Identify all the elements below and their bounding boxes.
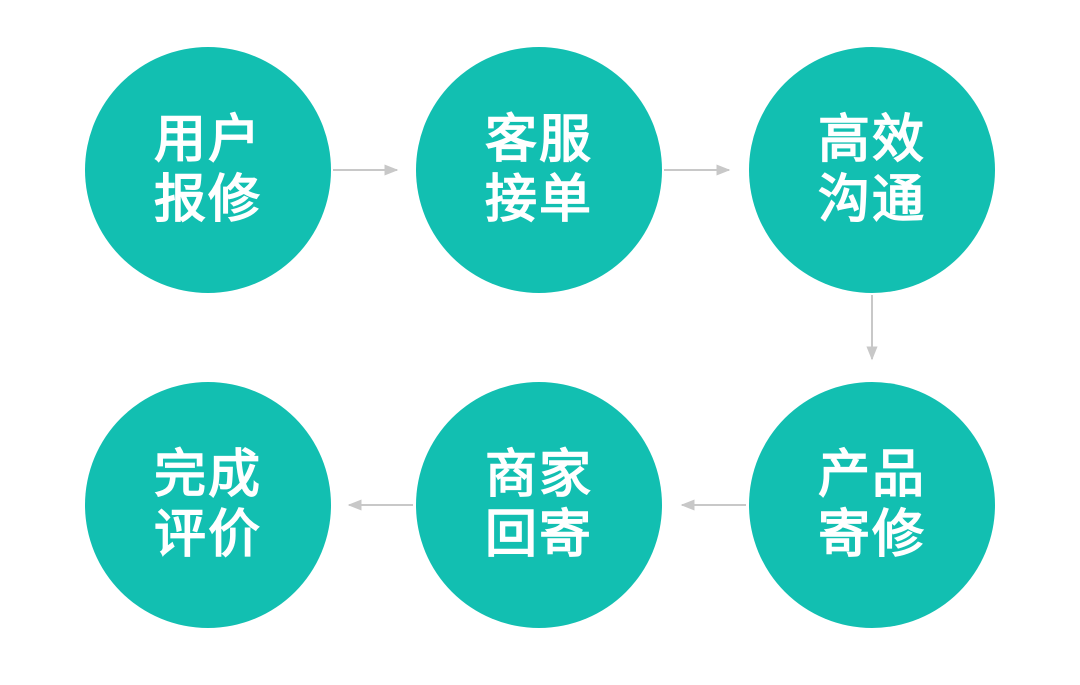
step-label-line1: 产品 — [817, 445, 926, 505]
step-complete-review: 完成 评价 — [85, 382, 331, 628]
step-label-line2: 沟通 — [817, 170, 926, 230]
step-service-accept: 客服 接单 — [416, 47, 662, 293]
step-merchant-return: 商家 回寄 — [416, 382, 662, 628]
step-label-line1: 高效 — [817, 110, 926, 170]
step-label-line1: 用户 — [153, 110, 262, 170]
step-efficient-communication: 高效 沟通 — [749, 47, 995, 293]
step-label-line2: 寄修 — [817, 505, 926, 565]
step-label-line2: 接单 — [484, 170, 593, 230]
step-label-line2: 回寄 — [484, 505, 593, 565]
step-product-send-repair: 产品 寄修 — [749, 382, 995, 628]
step-label-line1: 完成 — [153, 445, 262, 505]
step-user-report: 用户 报修 — [85, 47, 331, 293]
step-label-line1: 商家 — [484, 445, 593, 505]
step-label-line1: 客服 — [484, 110, 593, 170]
step-label-line2: 评价 — [153, 505, 262, 565]
step-label-line2: 报修 — [153, 170, 262, 230]
